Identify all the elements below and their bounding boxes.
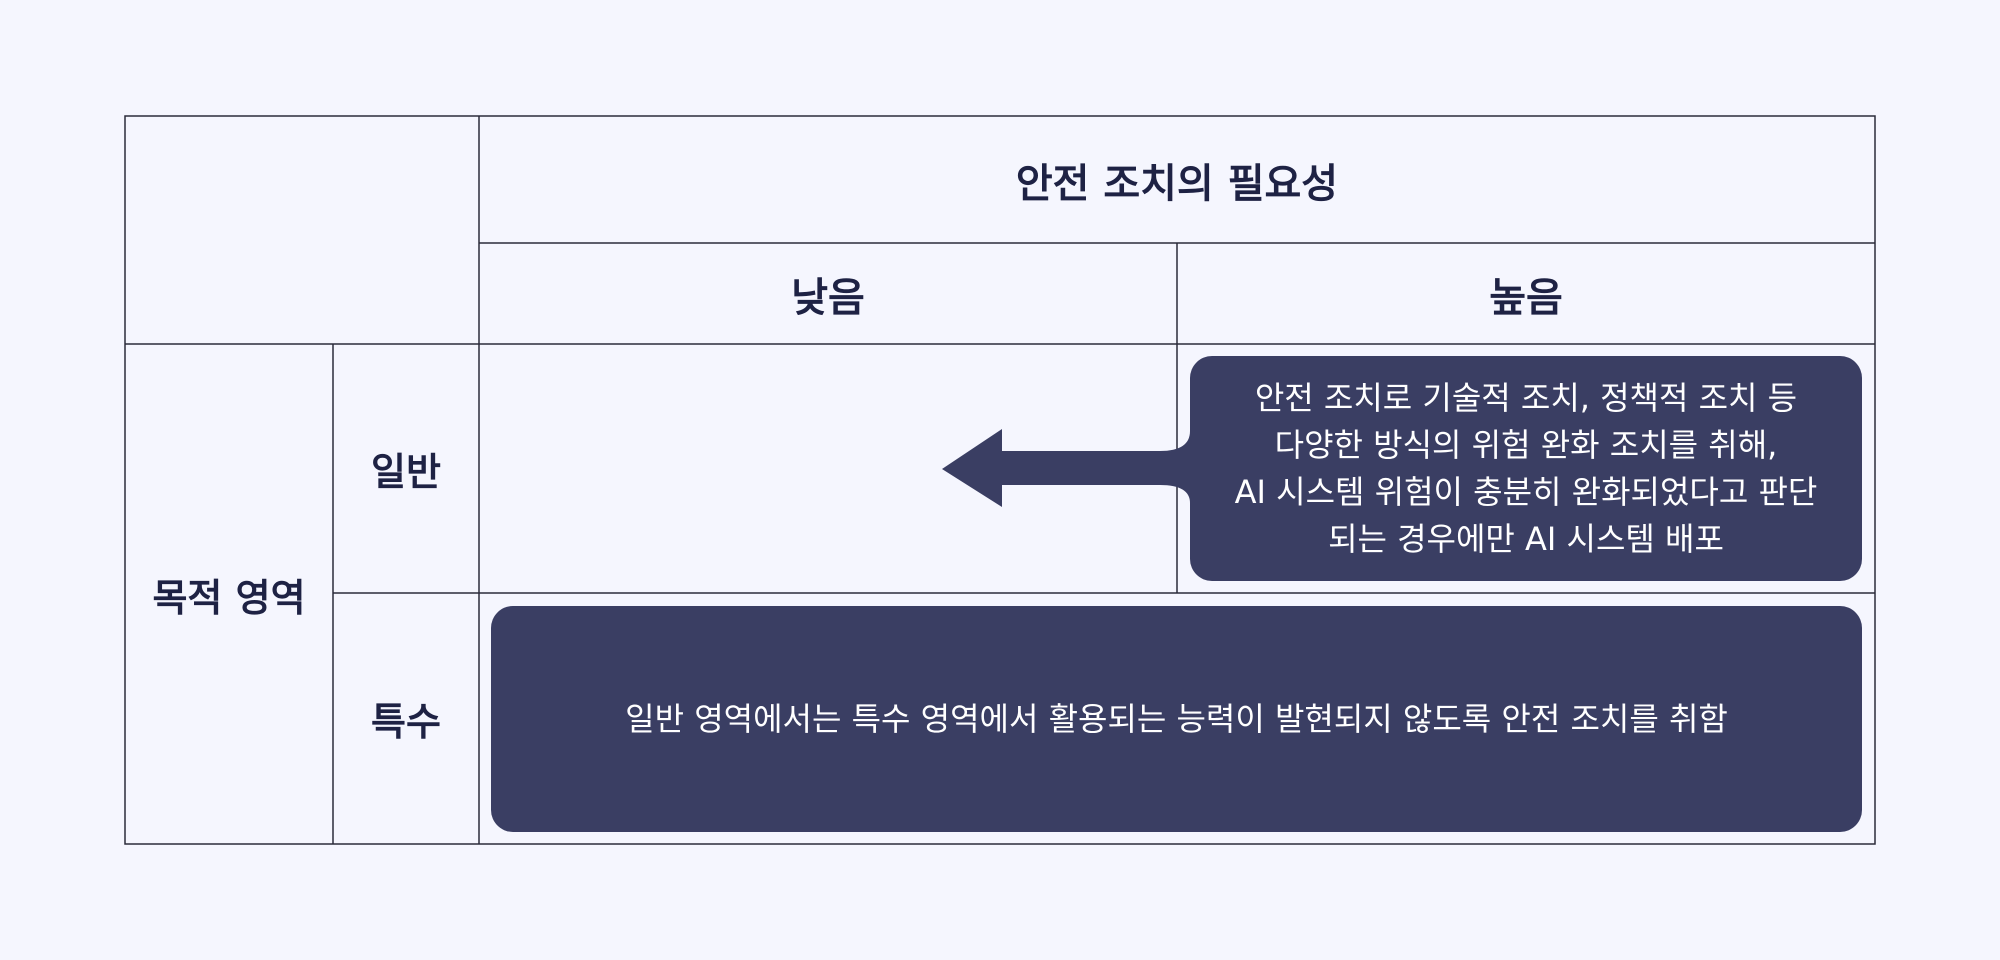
header-high: 높음 — [1489, 274, 1563, 321]
row-general: 일반 — [371, 450, 441, 494]
box-high-general: 안전 조치로 기술적 조치, 정책적 조치 등 다양한 방식의 위험 완화 조치… — [1190, 356, 1862, 581]
header-low: 낮음 — [791, 274, 865, 321]
box-high-general-text: 안전 조치로 기술적 조치, 정책적 조치 등 다양한 방식의 위험 완화 조치… — [1234, 378, 1818, 558]
box-special-text: 일반 영역에서는 특수 영역에서 활용되는 능력이 발현되지 않도록 안전 조치… — [625, 699, 1728, 738]
header-safety-need: 안전 조치의 필요성 — [1015, 160, 1339, 207]
row-group-purpose-area: 목적 영역 — [152, 575, 306, 620]
box-special: 일반 영역에서는 특수 영역에서 활용되는 능력이 발현되지 않도록 안전 조치… — [491, 606, 1862, 832]
row-special: 특수 — [371, 700, 441, 744]
arrow-left-icon — [942, 429, 1190, 507]
